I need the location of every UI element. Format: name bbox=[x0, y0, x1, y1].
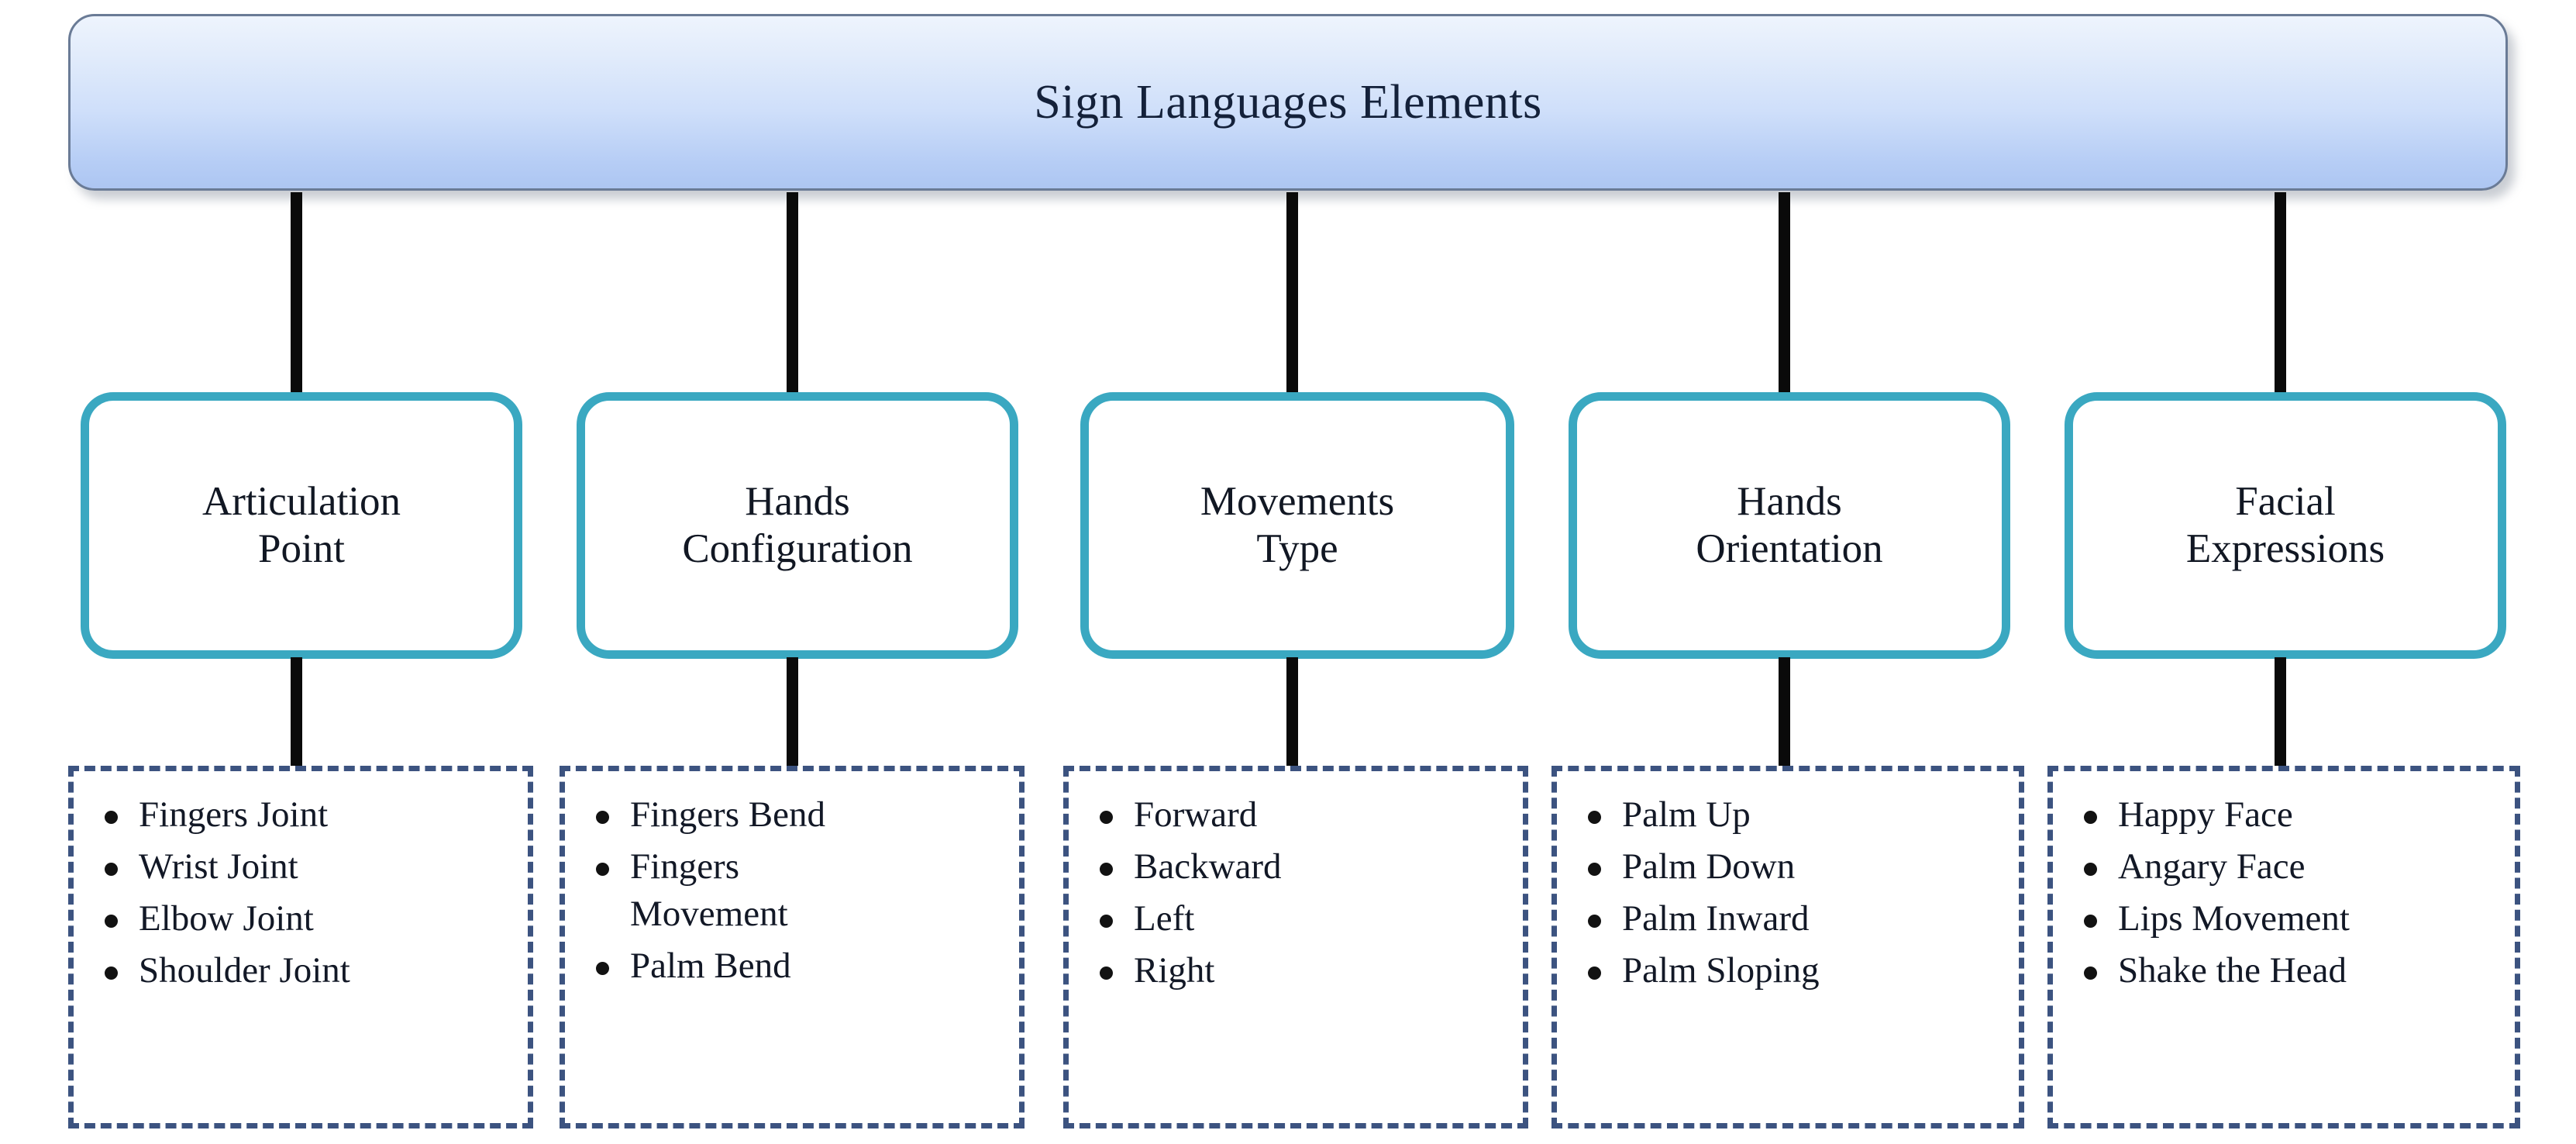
category-label-hands-orientation: Hands Orientation bbox=[1696, 478, 1883, 571]
list-item: Palm Bend bbox=[582, 942, 1010, 990]
list-panel-hands-configuration: Fingers Bend Fingers Movement Palm Bend bbox=[560, 766, 1025, 1128]
category-label-hands-configuration: Hands Configuration bbox=[682, 478, 913, 571]
category-box-movements-type[interactable]: Movements Type bbox=[1080, 392, 1514, 659]
list-item: Happy Face bbox=[2070, 791, 2505, 839]
list-hands-orientation: Palm Up Palm Down Palm Inward Palm Slopi… bbox=[1574, 791, 2009, 999]
list-item: Palm Inward bbox=[1574, 895, 2009, 942]
list-item: Angary Face bbox=[2070, 843, 2505, 891]
category-label-articulation-point: Articulation Point bbox=[201, 478, 401, 571]
category-label-facial-expressions: Facial Expressions bbox=[2185, 478, 2385, 571]
category-label-movements-type: Movements Type bbox=[1200, 478, 1395, 571]
connector-facial-expressions-to-list bbox=[2275, 657, 2286, 766]
connector-root-to-facial-expressions bbox=[2275, 192, 2286, 392]
list-item: Fingers Bend bbox=[582, 791, 1010, 839]
list-item: Elbow Joint bbox=[91, 895, 518, 942]
list-item: Palm Down bbox=[1574, 843, 2009, 891]
list-hands-configuration: Fingers Bend Fingers Movement Palm Bend bbox=[582, 791, 1010, 994]
connector-root-to-articulation-point bbox=[291, 192, 302, 392]
list-item: Wrist Joint bbox=[91, 843, 518, 891]
root-node-sign-languages-elements: Sign Languages Elements bbox=[68, 14, 2508, 191]
list-item: Shake the Head bbox=[2070, 947, 2505, 994]
list-facial-expressions: Happy Face Angary Face Lips Movement Sha… bbox=[2070, 791, 2505, 999]
connector-root-to-hands-configuration bbox=[787, 192, 798, 392]
list-item: Backward bbox=[1086, 843, 1514, 891]
list-item: Palm Up bbox=[1574, 791, 2009, 839]
category-box-hands-configuration[interactable]: Hands Configuration bbox=[577, 392, 1018, 659]
connector-movements-type-to-list bbox=[1286, 657, 1298, 766]
list-panel-facial-expressions: Happy Face Angary Face Lips Movement Sha… bbox=[2047, 766, 2520, 1128]
list-item: Fingers Movement bbox=[582, 843, 1010, 938]
list-articulation-point: Fingers Joint Wrist Joint Elbow Joint Sh… bbox=[91, 791, 518, 999]
category-box-facial-expressions[interactable]: Facial Expressions bbox=[2065, 392, 2506, 659]
list-item: Forward bbox=[1086, 791, 1514, 839]
page-title: Sign Languages Elements bbox=[1034, 75, 1542, 129]
list-item: Fingers Joint bbox=[91, 791, 518, 839]
category-box-hands-orientation[interactable]: Hands Orientation bbox=[1569, 392, 2010, 659]
connector-root-to-movements-type bbox=[1286, 192, 1298, 392]
list-item: Left bbox=[1086, 895, 1514, 942]
connector-hands-orientation-to-list bbox=[1779, 657, 1790, 766]
connector-root-to-hands-orientation bbox=[1779, 192, 1790, 392]
list-panel-hands-orientation: Palm Up Palm Down Palm Inward Palm Slopi… bbox=[1551, 766, 2024, 1128]
connector-hands-configuration-to-list bbox=[787, 657, 798, 766]
list-panel-movements-type: Forward Backward Left Right bbox=[1063, 766, 1528, 1128]
list-item: Right bbox=[1086, 947, 1514, 994]
connector-articulation-point-to-list bbox=[291, 657, 302, 766]
list-movements-type: Forward Backward Left Right bbox=[1086, 791, 1514, 999]
list-item: Shoulder Joint bbox=[91, 947, 518, 994]
list-panel-articulation-point: Fingers Joint Wrist Joint Elbow Joint Sh… bbox=[68, 766, 533, 1128]
list-item: Lips Movement bbox=[2070, 895, 2505, 942]
list-item: Palm Sloping bbox=[1574, 947, 2009, 994]
category-box-articulation-point[interactable]: Articulation Point bbox=[81, 392, 522, 659]
